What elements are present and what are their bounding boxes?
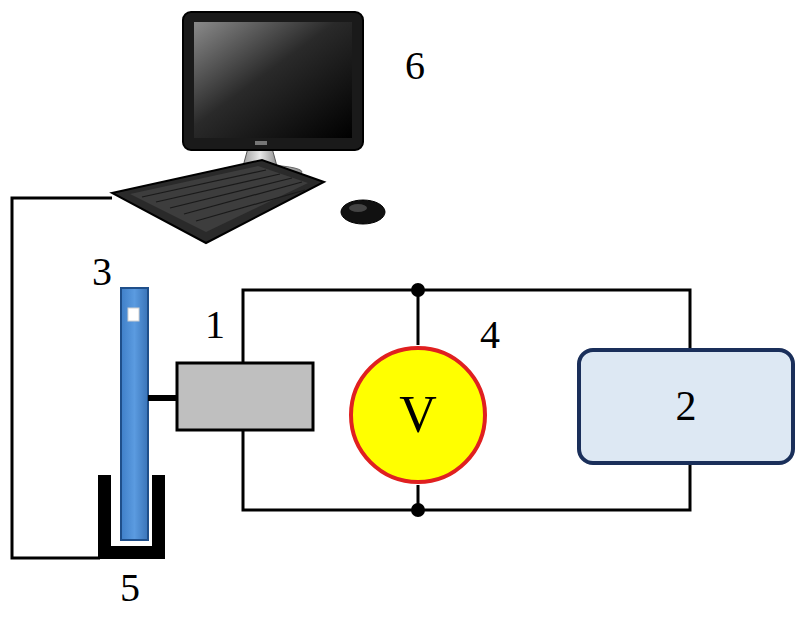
data-cable (12, 198, 112, 558)
coupling-rod (148, 395, 178, 401)
callout-number: 6 (405, 44, 425, 88)
node-label: V (399, 386, 437, 443)
rod-marker (128, 308, 139, 321)
callout-number: 1 (205, 303, 225, 347)
callout-number: 5 (120, 566, 140, 610)
sensor-block (177, 363, 313, 430)
callout-number: 3 (92, 250, 112, 294)
voltmeter-circle: V (348, 345, 488, 485)
callout-number: 4 (480, 313, 500, 357)
wire (418, 290, 690, 348)
sample-rod (121, 288, 148, 540)
wire (418, 465, 690, 510)
node-label: 2 (676, 383, 697, 429)
power-supply-box: 2 (577, 348, 795, 465)
computer-icon (112, 12, 385, 243)
